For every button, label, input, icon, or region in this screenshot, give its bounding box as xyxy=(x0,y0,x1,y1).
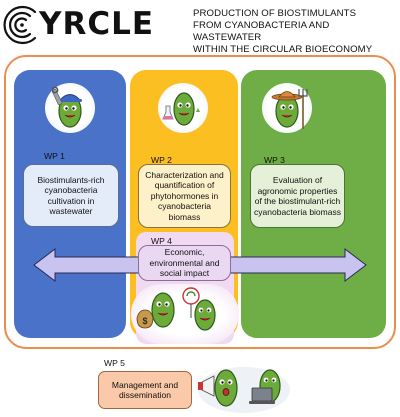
cyanobacteria-scientist-flask-icon xyxy=(162,92,200,126)
circular-bioeconomy-frame xyxy=(4,55,396,349)
cyanobacteria-megaphone-laptop-icon xyxy=(198,367,290,413)
cyrcle-logo: YRCLE xyxy=(2,2,182,50)
spiral-c-logo-icon xyxy=(3,5,37,45)
wp1-label: WP 1 xyxy=(44,151,65,161)
wp3-box: Evaluation of agronomic properties of th… xyxy=(250,164,345,228)
title-line-2: FROM CYANOBACTERIA AND WASTEWATER xyxy=(193,20,330,43)
wp5-box: Management and dissemination xyxy=(98,371,192,409)
title-line-1: PRODUCTION OF BIOSTIMULANTS xyxy=(193,8,357,19)
wp3-label: WP 3 xyxy=(264,155,285,165)
page-title: PRODUCTION OF BIOSTIMULANTS FROM CYANOBA… xyxy=(193,8,398,56)
svg-text:$: $ xyxy=(142,316,147,326)
cyanobacteria-farmer-fork-icon xyxy=(271,89,308,129)
cyanobacteria-money-recycle-icon: $ xyxy=(136,287,216,331)
wp2-label: WP 2 xyxy=(151,155,172,165)
wp5-label: WP 5 xyxy=(104,358,125,368)
wp4-box: Economic, environmental and social impac… xyxy=(138,245,231,281)
wp1-box: Biostimulants-rich cyanobacteria cultiva… xyxy=(23,164,119,227)
wp2-box: Characterization and quantification of p… xyxy=(138,164,231,228)
cyanobacteria-worker-wrench-icon xyxy=(52,86,82,128)
wp4-label: WP 4 xyxy=(151,236,172,246)
logo-wordmark: YRCLE xyxy=(39,6,154,42)
title-line-3: WITHIN THE CIRCULAR BIOECONOMY xyxy=(193,44,373,55)
